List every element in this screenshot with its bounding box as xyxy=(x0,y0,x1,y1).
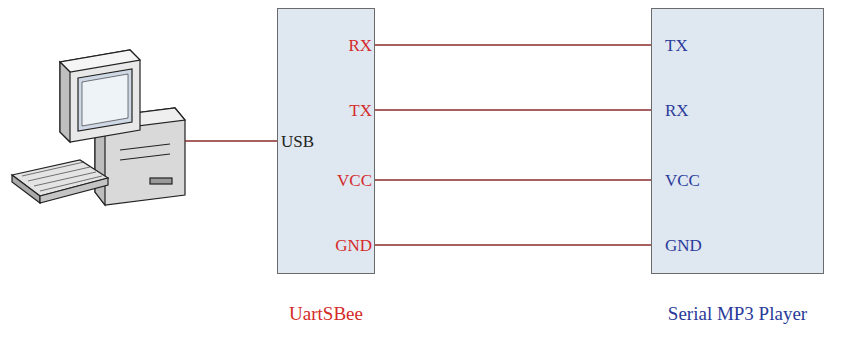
pin-label: RX xyxy=(665,102,689,119)
pin-label: TX xyxy=(349,102,372,119)
computer-icon xyxy=(12,50,185,205)
wire xyxy=(375,109,651,111)
pin-label: GND xyxy=(665,237,702,254)
pin-label: GND xyxy=(335,237,372,254)
module-caption: Serial MP3 Player xyxy=(668,303,807,325)
pin-label: VCC xyxy=(337,172,372,189)
pin-label: TX xyxy=(665,37,688,54)
wire xyxy=(375,244,651,246)
pin-label: RX xyxy=(348,37,372,54)
wire xyxy=(375,179,651,181)
pin-label: VCC xyxy=(665,172,700,189)
pin-label: USB xyxy=(281,133,314,150)
wire xyxy=(375,44,651,46)
usb-cable xyxy=(185,140,278,142)
module-caption: UartSBee xyxy=(289,303,363,325)
